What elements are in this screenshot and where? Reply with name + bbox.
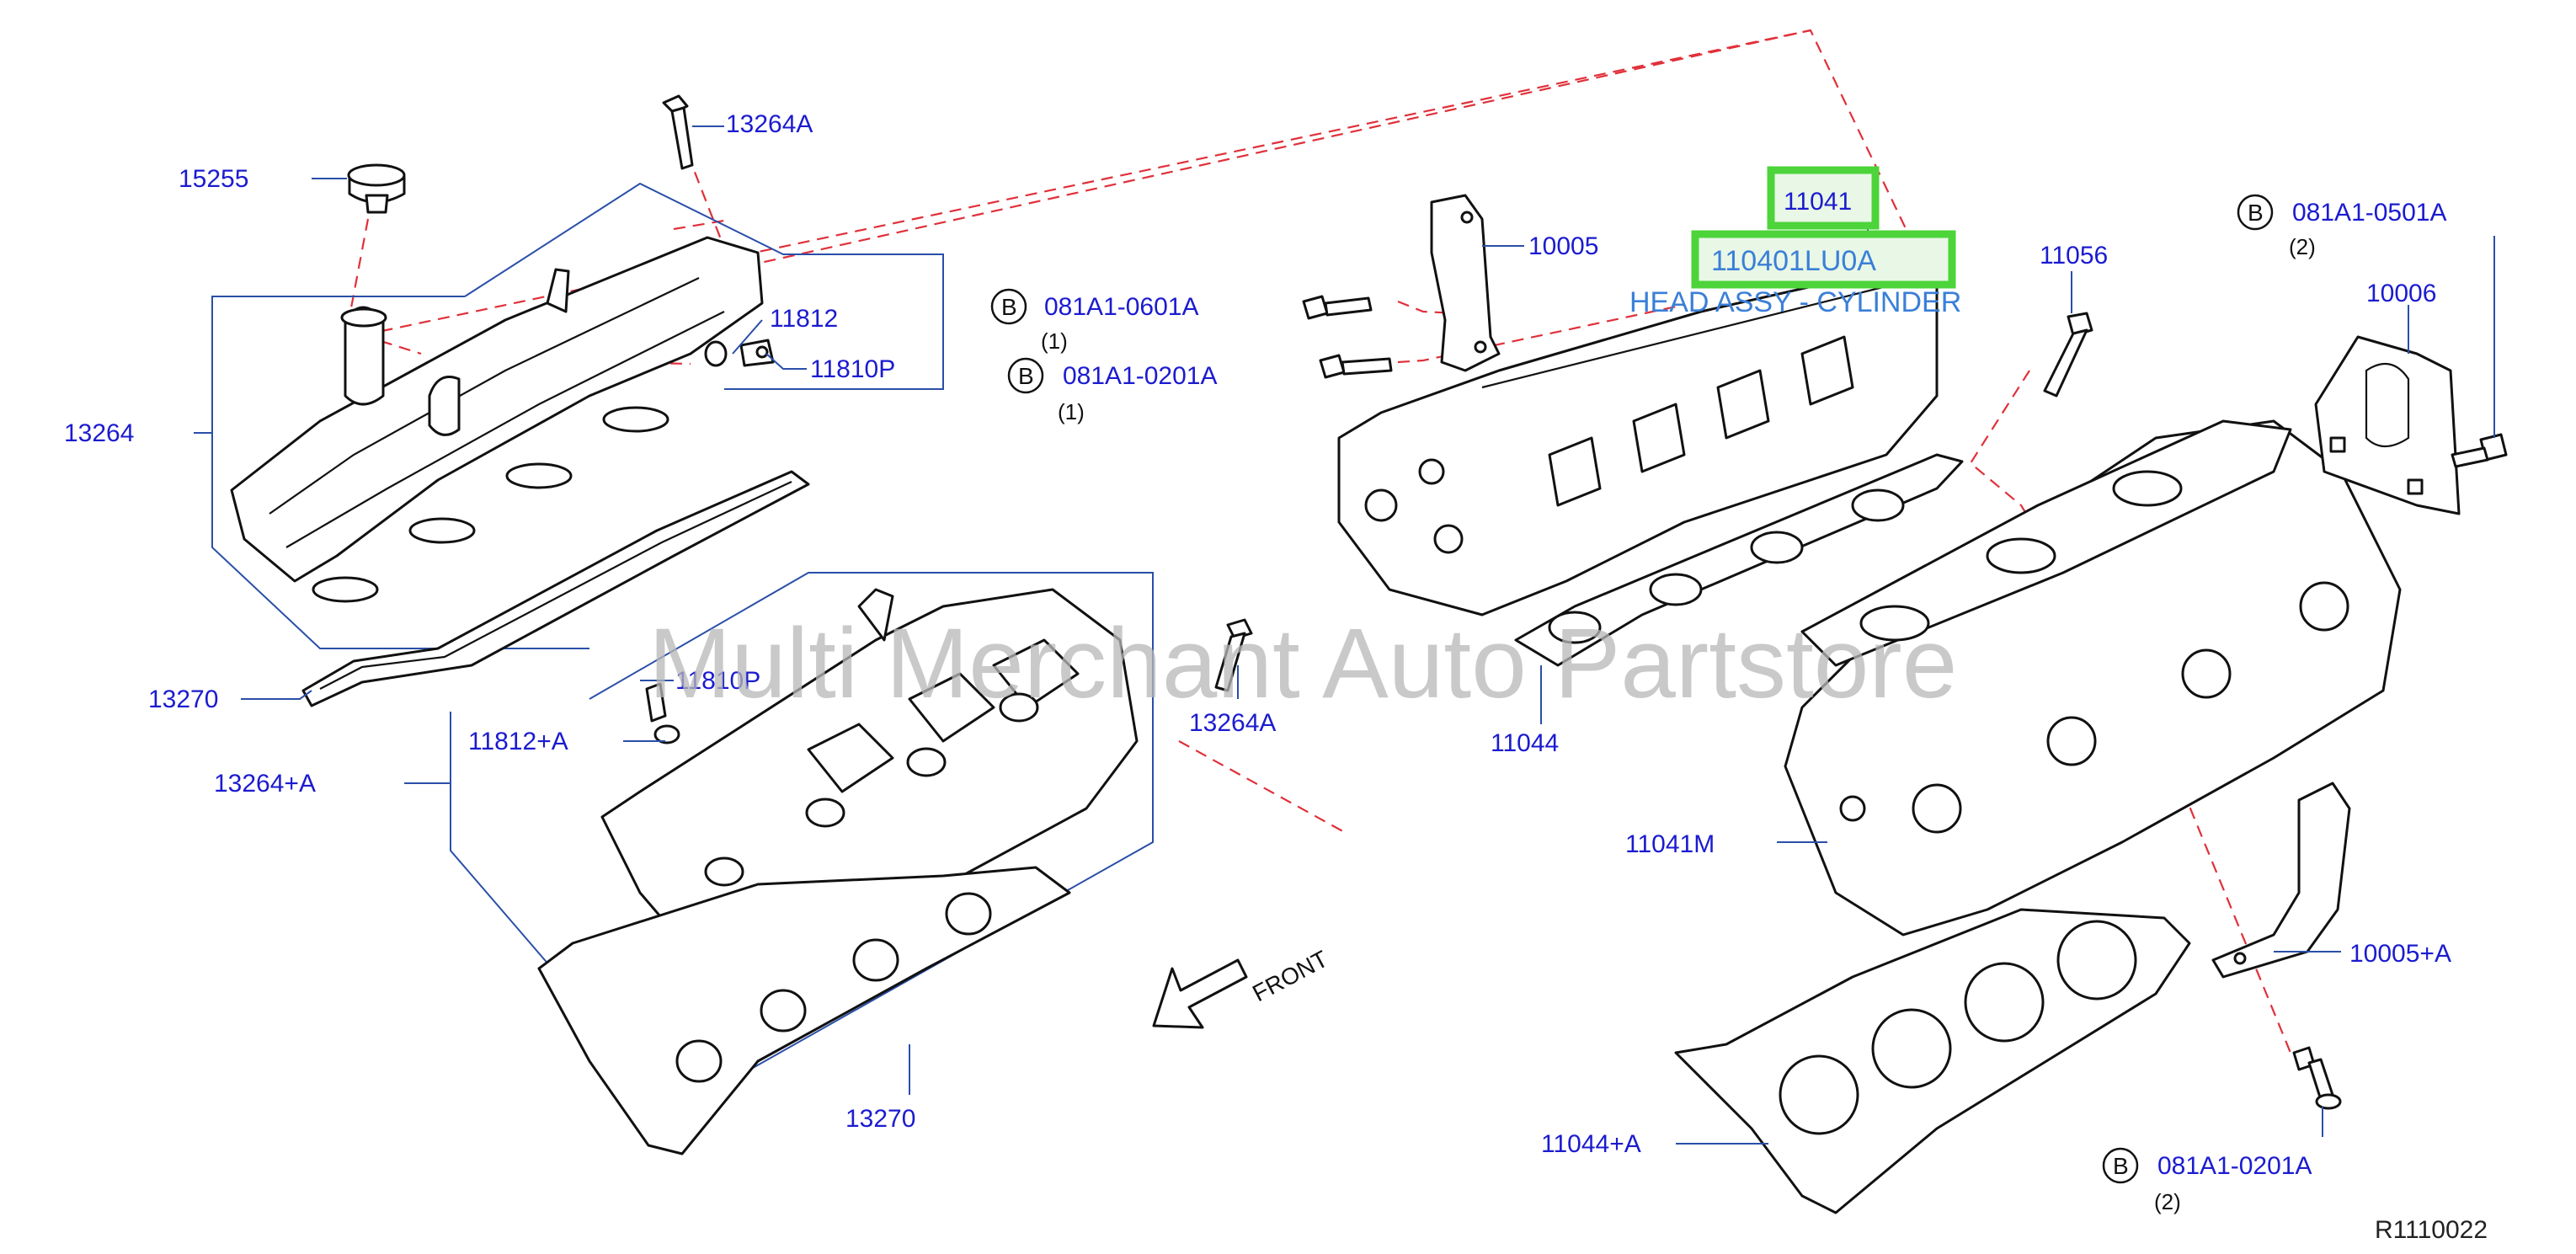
highlight-part-number[interactable]: 11041 xyxy=(1784,188,1852,216)
label-11810P-top[interactable]: 11810P xyxy=(810,355,895,383)
bolt-13264A-top xyxy=(662,94,694,170)
bolt-part-b2[interactable]: 081A1-0201A xyxy=(1063,362,1218,390)
bolt-081A1-0201A-low xyxy=(2292,1046,2342,1110)
highlight-box-part[interactable] xyxy=(1767,166,1880,230)
label-11812[interactable]: 11812 xyxy=(770,305,838,333)
bolt-callout-b1: B 081A1-0601A (1) xyxy=(990,288,1199,354)
pcv-valve-11810P-low xyxy=(645,682,680,744)
bolt-callout-b4: B 081A1-0201A (2) xyxy=(2102,1147,2312,1214)
bolt-callout-b2: B 081A1-0201A (1) xyxy=(1007,357,1218,424)
bolt-081A1-0601A xyxy=(1302,295,1373,320)
front-label: FRONT xyxy=(1248,946,1332,1007)
label-11044[interactable]: 11044 xyxy=(1491,729,1559,757)
rocker-cover-13264 xyxy=(230,236,764,603)
label-10005[interactable]: 10005 xyxy=(1528,232,1598,260)
highlight-box-sub[interactable] xyxy=(1691,230,1956,289)
bolt-qty-b1: (1) xyxy=(1041,328,1068,354)
bracket-10005 xyxy=(1430,194,1501,372)
label-11812A[interactable]: 11812+A xyxy=(468,728,568,755)
bolt-11056 xyxy=(2043,312,2093,398)
cylinder-head-assy-11041 xyxy=(1337,268,1939,616)
badge-b2: B xyxy=(1018,363,1034,389)
pcv-valve-11810P-top xyxy=(704,339,775,367)
bolt-part-b1[interactable]: 081A1-0601A xyxy=(1044,293,1199,321)
badge-b3: B xyxy=(2248,200,2264,226)
bolt-qty-b2: (1) xyxy=(1058,399,1085,424)
label-10005A[interactable]: 10005+A xyxy=(2349,940,2451,968)
badge-b1: B xyxy=(1001,294,1017,320)
bolt-081A1-0501A xyxy=(2451,433,2508,468)
label-13264A-low[interactable]: 13264A xyxy=(1189,709,1276,737)
diagram-reference: R1110022 xyxy=(2375,1216,2488,1244)
part-labels: 13264A 15255 11812 11810P 13264 13270 11… xyxy=(64,110,2451,1158)
label-11041M[interactable]: 11041M xyxy=(1625,830,1715,858)
front-arrow xyxy=(1152,958,1248,1029)
highlight-sub-number[interactable]: 110401LU0A xyxy=(1711,245,1876,277)
gasket-13270-top xyxy=(301,470,810,707)
label-11044A[interactable]: 11044+A xyxy=(1541,1130,1641,1158)
bolt-qty-b3: (2) xyxy=(2289,234,2316,259)
label-11810P-low[interactable]: 11810P xyxy=(675,667,760,695)
bolt-callout-b3: B 081A1-0501A (2) xyxy=(2237,194,2447,259)
gasket-11044 xyxy=(1514,453,1964,667)
label-10006[interactable]: 10006 xyxy=(2366,280,2436,307)
cylinder-head-11041M xyxy=(1784,419,2402,936)
label-13270-low[interactable]: 13270 xyxy=(845,1105,915,1133)
label-13264-plus-A[interactable]: 13264+A xyxy=(214,770,316,798)
watermark: Multi Merchant Auto Partstore xyxy=(648,608,1957,719)
bolt-qty-b4: (2) xyxy=(2154,1189,2181,1214)
gasket-13270-low xyxy=(537,866,1071,1155)
label-15255[interactable]: 15255 xyxy=(179,165,248,193)
label-13264[interactable]: 13264 xyxy=(64,419,134,447)
label-13264A-top[interactable]: 13264A xyxy=(726,110,813,138)
bolt-13264A-low xyxy=(1214,618,1253,692)
plate-10006 xyxy=(2314,335,2461,515)
bracket-10005A xyxy=(2211,782,2351,979)
bolt-081A1-0201A-top xyxy=(1319,354,1393,379)
bolt-part-b4[interactable]: 081A1-0201A xyxy=(2157,1152,2312,1180)
leader-lines xyxy=(194,125,2495,1145)
gasket-11044A xyxy=(1674,908,2191,1214)
part-description: HEAD ASSY - CYLINDER xyxy=(1629,286,1961,318)
badge-b4: B xyxy=(2113,1153,2129,1179)
label-13270-top[interactable]: 13270 xyxy=(148,686,218,713)
bolt-part-b3[interactable]: 081A1-0501A xyxy=(2292,199,2447,227)
label-11056[interactable]: 11056 xyxy=(2040,242,2108,269)
oil-cap-15255 xyxy=(347,163,406,214)
group-boundaries xyxy=(211,182,1154,1113)
